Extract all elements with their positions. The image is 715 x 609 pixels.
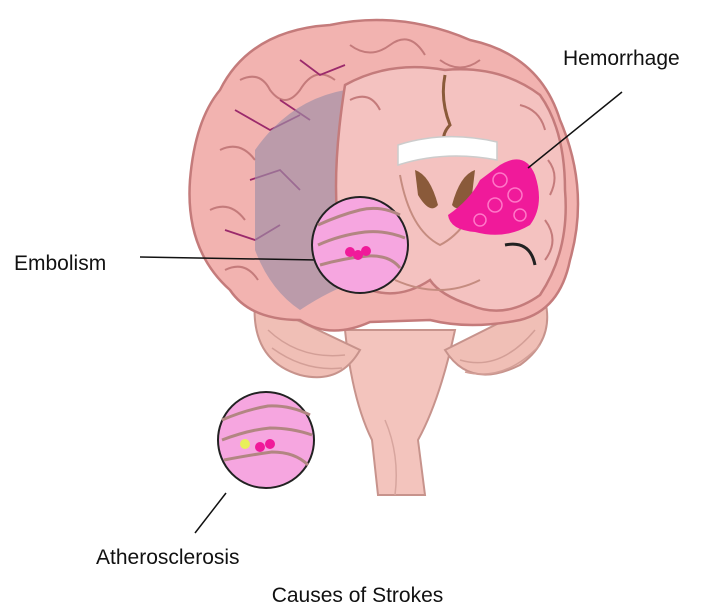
brainstem xyxy=(345,330,455,495)
magnifier-circle-embolism-icon xyxy=(312,197,408,293)
label-hemorrhage: Hemorrhage xyxy=(563,47,680,71)
atherosclerosis-leader xyxy=(195,493,226,533)
label-atherosclerosis: Atherosclerosis xyxy=(96,546,240,570)
magnifier-circle-atherosclerosis-icon xyxy=(218,392,314,488)
figure-caption: Causes of Strokes xyxy=(0,584,715,608)
label-embolism: Embolism xyxy=(14,252,106,276)
